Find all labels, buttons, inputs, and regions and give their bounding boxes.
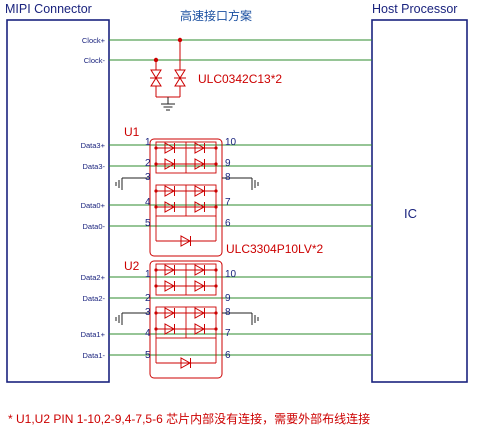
u2-pin-9: 9 [225, 293, 231, 304]
host-processor-label: Host Processor [372, 2, 457, 16]
signal-data3-p: Data3+ [81, 141, 106, 150]
signal-data2-p: Data2+ [81, 273, 106, 282]
signal-clock-n: Clock- [84, 56, 106, 65]
u1-part-label: ULC3304P10LV*2 [226, 242, 324, 256]
signal-clock-p: Clock+ [82, 36, 106, 45]
mipi-connector-label: MIPI Connector [5, 2, 92, 16]
u2-pin-1: 1 [145, 269, 151, 280]
u1-pin-10: 10 [225, 137, 237, 148]
signal-wires [109, 39, 372, 356]
u2-pin-6: 6 [225, 350, 231, 361]
u1-pin-7: 7 [225, 197, 231, 208]
u2-pin-8: 8 [225, 307, 231, 318]
u1-package [150, 139, 222, 256]
u1-pin-9: 9 [225, 158, 231, 169]
u1-pin-2: 2 [145, 158, 151, 169]
u2-pin-7: 7 [225, 328, 231, 339]
u2-package [150, 261, 222, 378]
clock-tvs-part-label: ULC0342C13*2 [198, 72, 282, 86]
signal-data0-p: Data0+ [81, 201, 106, 210]
u1-pin-3: 3 [145, 172, 151, 183]
signal-data3-n: Data3- [82, 162, 105, 171]
u1-ground-stubs [115, 177, 259, 191]
signal-data1-p: Data1+ [81, 330, 106, 339]
u2-pin-3: 3 [145, 307, 151, 318]
ic-label: IC [404, 206, 417, 221]
signal-data0-n: Data0- [82, 222, 105, 231]
clock-tvs-diodes [150, 37, 186, 111]
host-processor-block [371, 19, 468, 383]
u1-pin-5: 5 [145, 218, 151, 229]
u1-label: U1 [124, 125, 140, 139]
mipi-connector-block [6, 19, 110, 383]
u2-pin-2: 2 [145, 293, 151, 304]
signal-data1-n: Data1- [82, 351, 105, 360]
u1-pin-8: 8 [225, 172, 231, 183]
signal-data2-n: Data2- [82, 294, 105, 303]
diagram-title: 高速接口方案 [180, 8, 252, 23]
u2-label: U2 [124, 259, 140, 273]
u1-pin-4: 4 [145, 197, 151, 208]
u1-pin-1: 1 [145, 137, 151, 148]
u2-pin-5: 5 [145, 350, 151, 361]
footnote: * U1,U2 PIN 1-10,2-9,4-7,5-6 芯片内部没有连接，需要… [8, 411, 370, 426]
u2-pin-10: 10 [225, 269, 237, 280]
u2-ground-stubs [115, 312, 259, 326]
u2-pin-4: 4 [145, 328, 151, 339]
u1-pin-6: 6 [225, 218, 231, 229]
